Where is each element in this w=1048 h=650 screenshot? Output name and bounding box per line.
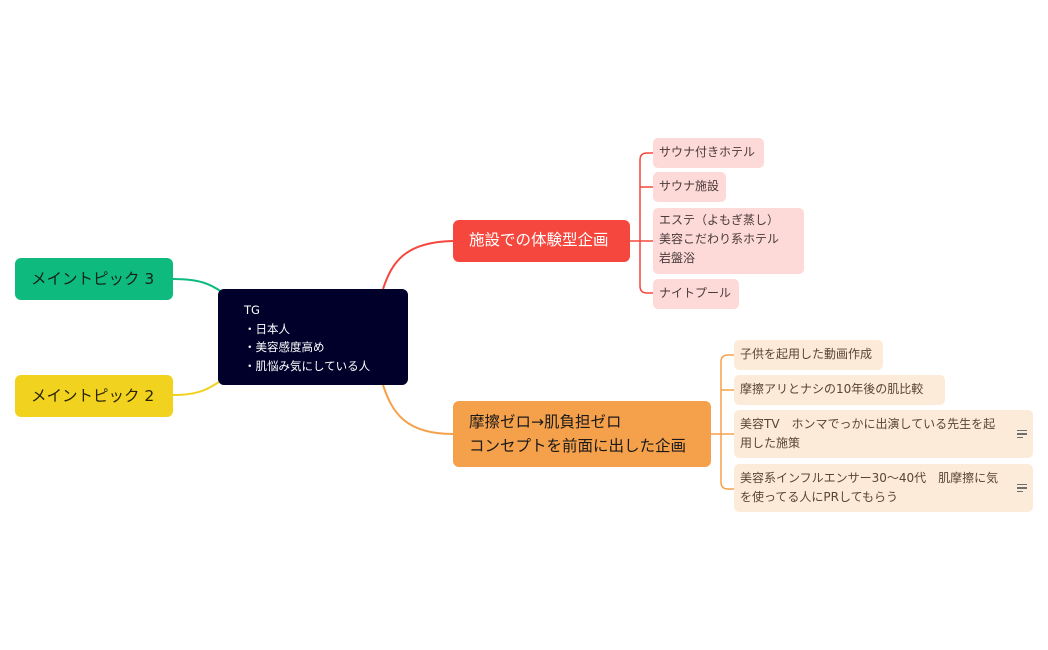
subtopic-label-line: 美容TV ホンマでっかに出演している先生を起 bbox=[740, 417, 996, 431]
subtopic-child-video[interactable]: 子供を起用した動画作成 bbox=[734, 340, 883, 370]
subtopic-night-pool[interactable]: ナイトプール bbox=[653, 279, 739, 309]
subtopic-label: 摩擦アリとナシの10年後の肌比較 bbox=[740, 382, 924, 396]
main-topic-3[interactable]: メイントピック 3 bbox=[15, 258, 173, 300]
subtopic-label-line: 美容こだわり系ホテル bbox=[659, 232, 780, 246]
subtopic-label-line: エステ（よもぎ蒸し） bbox=[659, 213, 780, 227]
subtopic-label-line: 岩盤浴 bbox=[659, 251, 696, 265]
subtopic-label: 子供を起用した動画作成 bbox=[740, 347, 873, 361]
subtopic-label: サウナ施設 bbox=[659, 179, 720, 193]
subtopic-label-line: を使ってる人にPRしてもらう bbox=[740, 490, 899, 504]
subtopic-beauty-tv[interactable]: 美容TV ホンマでっかに出演している先生を起 用した施策 bbox=[734, 410, 1033, 458]
central-topic-item: ・肌悩み気にしている人 bbox=[244, 358, 371, 373]
subtopic-skin-compare[interactable]: 摩擦アリとナシの10年後の肌比較 bbox=[734, 375, 945, 405]
subtopic-label: ナイトプール bbox=[659, 286, 732, 300]
main-topic-facility[interactable]: 施設での体験型企画 bbox=[453, 220, 630, 262]
central-topic-item: ・美容感度高め bbox=[244, 340, 325, 354]
main-topic-friction-zero[interactable]: 摩擦ゼロ→肌負担ゼロ コンセプトを前面に出した企画 bbox=[453, 401, 711, 467]
subtopic-esthe[interactable]: エステ（よもぎ蒸し） 美容こだわり系ホテル 岩盤浴 bbox=[653, 208, 804, 274]
subtopic-label-line: 美容系インフルエンサー30〜40代 肌摩擦に気 bbox=[740, 471, 999, 485]
main-topic-label: 施設での体験型企画 bbox=[469, 231, 609, 249]
main-topic-label-line: 摩擦ゼロ→肌負担ゼロ bbox=[469, 413, 622, 431]
main-topic-2[interactable]: メイントピック 2 bbox=[15, 375, 173, 417]
note-icon[interactable] bbox=[1017, 484, 1027, 492]
subtopic-sauna-facility[interactable]: サウナ施設 bbox=[653, 172, 726, 202]
subtopic-label: サウナ付きホテル bbox=[659, 145, 756, 159]
subtopic-label-line: 用した施策 bbox=[740, 436, 801, 450]
connector-yellow bbox=[172, 379, 223, 396]
central-topic[interactable]: TG ・日本人 ・美容感度高め ・肌悩み気にしている人 bbox=[218, 289, 408, 385]
main-topic-label: メイントピック 2 bbox=[31, 387, 155, 405]
connector-orange bbox=[382, 384, 454, 435]
central-topic-title: TG bbox=[244, 303, 260, 317]
connector-red bbox=[382, 240, 454, 290]
central-topic-item: ・日本人 bbox=[244, 321, 290, 336]
subtopic-sauna-hotel[interactable]: サウナ付きホテル bbox=[653, 138, 764, 168]
subtopic-influencer-pr[interactable]: 美容系インフルエンサー30〜40代 肌摩擦に気 を使ってる人にPRしてもらう bbox=[734, 464, 1033, 512]
connector-green bbox=[172, 278, 223, 293]
main-topic-label: メイントピック 3 bbox=[31, 270, 155, 288]
note-icon[interactable] bbox=[1017, 430, 1027, 438]
main-topic-label-line: コンセプトを前面に出した企画 bbox=[469, 437, 687, 455]
